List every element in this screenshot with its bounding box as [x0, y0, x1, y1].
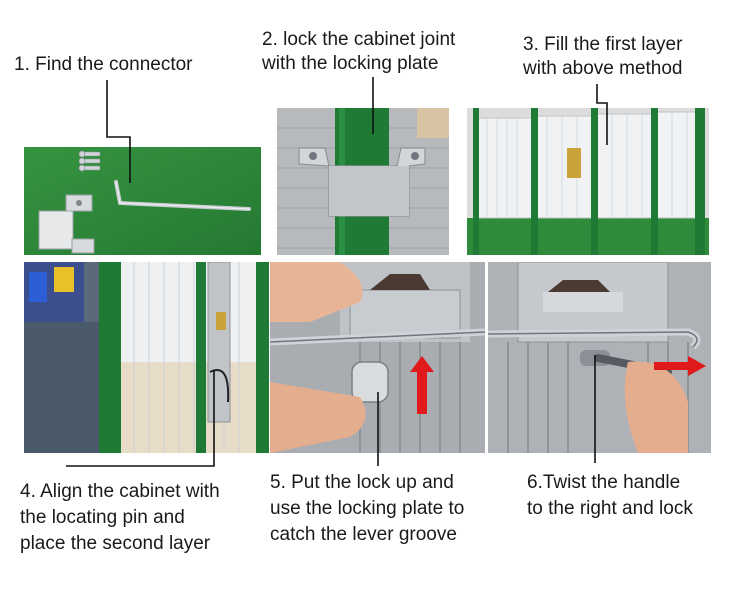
step-3-photo — [467, 108, 709, 255]
step-2-caption: 2. lock the cabinet joint with the locki… — [262, 29, 456, 74]
step-1-caption: 1. Find the connector — [14, 54, 193, 75]
step-4-photo — [24, 262, 269, 453]
step-5-caption: 5. Put the lock up and use the locking p… — [270, 472, 465, 545]
step-1-photo — [24, 147, 261, 255]
step-4-caption: 4. Align the cabinet with the locating p… — [20, 481, 220, 554]
step-5-photo — [270, 262, 485, 453]
step-3-caption: 3. Fill the first layer with above metho… — [523, 34, 683, 79]
step-2-photo — [277, 108, 449, 255]
step-6-photo — [488, 262, 711, 453]
step-6-caption: 6.Twist the handle to the right and lock — [527, 472, 693, 519]
